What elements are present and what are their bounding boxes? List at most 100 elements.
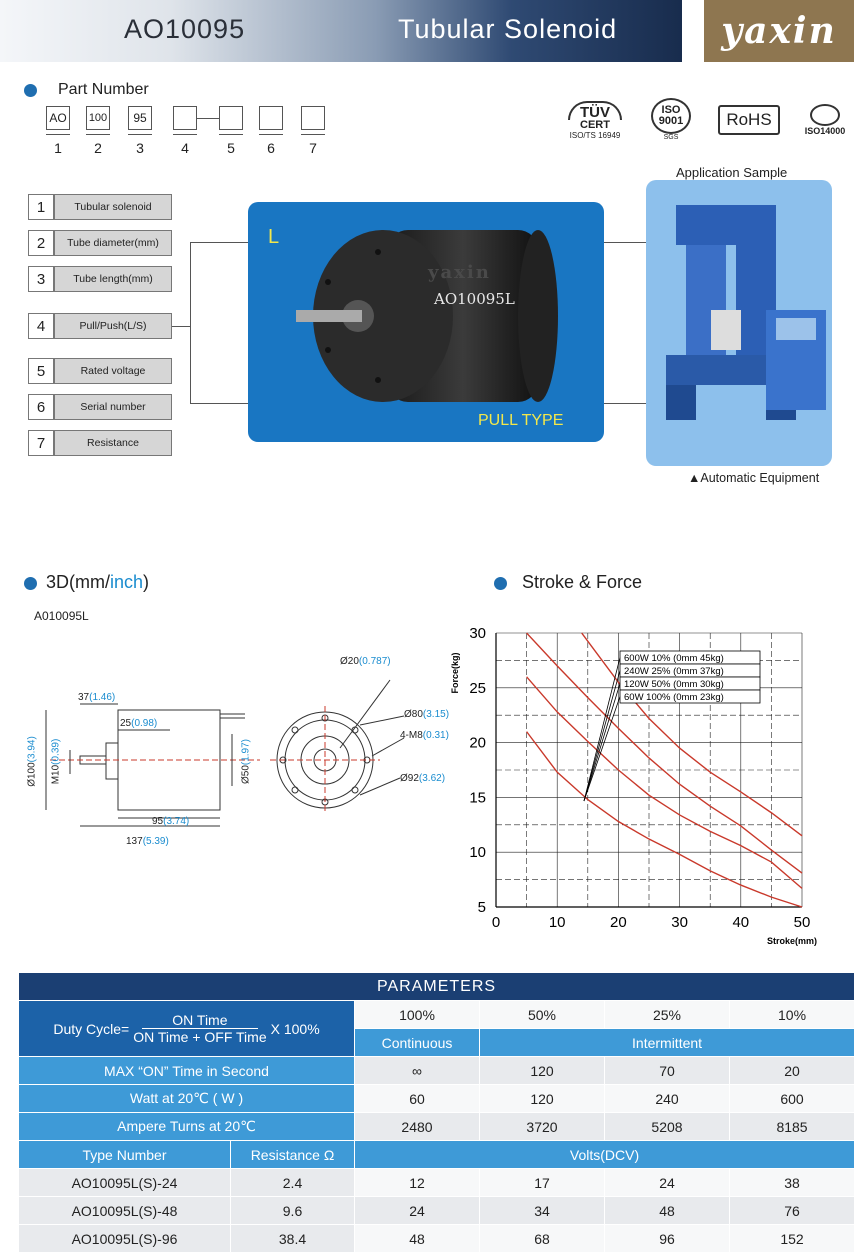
y-tick-label: 30 <box>469 625 486 642</box>
dim-m8-mm: 4-M8 <box>400 730 423 741</box>
product-brand-mark: yaxin <box>428 262 491 283</box>
dim-80: Ø80(3.15) <box>404 709 449 720</box>
bracket-line <box>190 403 248 404</box>
iso9001-caption: SGS <box>663 134 679 141</box>
x-tick-label: 30 <box>671 914 688 931</box>
bracket-line <box>604 403 646 404</box>
duty-value-25: 25% <box>604 1000 730 1029</box>
type-volts: 34 <box>479 1196 605 1225</box>
application-image-panel <box>646 180 832 466</box>
dim-50-mm: Ø50 <box>240 765 252 785</box>
dims-model: A010095L <box>34 609 89 623</box>
dim-37-in: (1.46) <box>89 692 116 703</box>
param-cell: ∞ <box>354 1056 480 1085</box>
legend-label-6: Serial number <box>54 394 172 420</box>
dim-95: 95(3.74) <box>152 816 189 827</box>
dims-title-mm: 3D(mm/ <box>46 572 110 592</box>
pn-index-4: 4 <box>181 140 189 156</box>
header-banner: AO10095 Tubular Solenoid <box>0 0 682 62</box>
dims-title: 3D(mm/inch) <box>46 572 149 593</box>
series-line-2 <box>526 632 803 874</box>
intermittent-label: Intermittent <box>478 1028 854 1057</box>
brand-logo: yaxin <box>704 0 854 62</box>
type-volts: 76 <box>728 1196 854 1225</box>
legend-entry-3: 120W 50% (0mm 30kg) <box>624 679 724 690</box>
pn-box-2: 100 <box>86 106 110 130</box>
product-model-mark: AO10095L <box>434 290 515 308</box>
bracket-line <box>172 326 190 327</box>
ampere-turns-label: Ampere Turns at 20℃ <box>18 1112 355 1141</box>
type-volts: 48 <box>354 1224 480 1253</box>
application-title: Application Sample <box>676 165 788 180</box>
param-cell: 2480 <box>354 1112 480 1141</box>
type-volts: 68 <box>479 1224 605 1253</box>
type-resistance: 2.4 <box>230 1168 355 1197</box>
y-tick-label: 10 <box>469 844 486 861</box>
dim-137-mm: 137 <box>126 836 143 847</box>
legend-num-3: 3 <box>28 266 54 292</box>
pn-underline <box>219 134 243 135</box>
x-tick-label: 40 <box>732 914 749 931</box>
tuv-cert-logo: TÜV CERT ISO/TS 16949 <box>560 98 630 142</box>
legend-leader <box>583 670 621 802</box>
dim-80-mm: Ø80 <box>404 709 423 720</box>
legend-num-1: 1 <box>28 194 54 220</box>
dim-20-mm: Ø20 <box>340 656 359 667</box>
x-tick-label: 0 <box>492 914 500 931</box>
dim-m10-mm: M10 <box>50 764 62 785</box>
pn-index-7: 7 <box>309 140 317 156</box>
pn-underline <box>173 134 197 135</box>
legend-label-3: Tube length(mm) <box>54 266 172 292</box>
legend-leader <box>583 696 621 802</box>
series-line-4 <box>526 731 803 908</box>
type-volts: 38 <box>728 1168 854 1197</box>
dims-title-close: ) <box>143 572 150 592</box>
dim-20: Ø20(0.787) <box>340 656 391 667</box>
duty-cycle-formula: Duty Cycle= ON Time ON Time + OFF Time X… <box>18 1000 355 1057</box>
dim-50: Ø50(1.97) <box>241 722 252 802</box>
chart-title: Stroke & Force <box>522 572 643 592</box>
y-axis-label: Force(kg) <box>450 652 460 693</box>
dims-title-inch: inch <box>110 572 144 592</box>
type-name: AO10095L(S)-24 <box>18 1168 231 1197</box>
dim-m8: 4-M8(0.31) <box>400 730 449 741</box>
duty-multiplier: X 100% <box>270 1020 320 1037</box>
duty-formula-wrap: Duty Cycle= ON Time ON Time + OFF Time X… <box>19 1012 354 1045</box>
param-cell: 20 <box>728 1056 854 1085</box>
legend-num-5: 5 <box>28 358 54 384</box>
x-axis-label: Stroke(mm) <box>767 936 817 946</box>
param-cell: 3720 <box>479 1112 605 1141</box>
dim-80-in: (3.15) <box>422 709 450 720</box>
pn-index-3: 3 <box>136 140 144 156</box>
dim-25-mm: 25 <box>120 718 132 729</box>
pn-box-7 <box>301 106 325 130</box>
resistance-header: Resistance Ω <box>230 1140 355 1169</box>
volts-header: Volts(DCV) <box>353 1140 854 1169</box>
x-tick-label: 20 <box>610 914 627 931</box>
iso9001-logo: ISO 9001 SGS <box>648 98 694 142</box>
dim-137: 137(5.39) <box>126 836 169 847</box>
legend-entry-4: 60W 100% (0mm 23kg) <box>624 692 724 703</box>
dim-92: Ø92(3.62) <box>400 773 445 784</box>
dim-25: 25(0.98) <box>120 718 157 729</box>
legend-entry-2: 240W 25% (0mm 37kg) <box>624 666 724 677</box>
continuous-label: Continuous <box>354 1028 480 1057</box>
section-bullet <box>24 84 37 97</box>
legend-num-6: 6 <box>28 394 54 420</box>
dim-95-mm: 95 <box>152 816 164 827</box>
iso14000-caption: ISO14000 <box>804 125 846 136</box>
dimension-drawing <box>45 679 405 827</box>
dim-37: 37(1.46) <box>78 692 115 703</box>
duty-label: Duty Cycle= <box>53 1020 130 1037</box>
iso14000-emblem <box>810 103 840 126</box>
type-volts: 24 <box>604 1168 730 1197</box>
type-volts: 152 <box>728 1224 854 1253</box>
legend-label-5: Rated voltage <box>54 358 172 384</box>
press-machine-illustration <box>666 205 826 420</box>
product-image-panel: L yaxin AO10095L PULL TYPE <box>248 202 604 442</box>
type-number-header: Type Number <box>18 1140 231 1169</box>
legend-num-2: 2 <box>28 230 54 256</box>
model-title: AO10095 <box>124 14 246 44</box>
y-tick-label: 15 <box>469 789 486 806</box>
type-volts: 17 <box>479 1168 605 1197</box>
